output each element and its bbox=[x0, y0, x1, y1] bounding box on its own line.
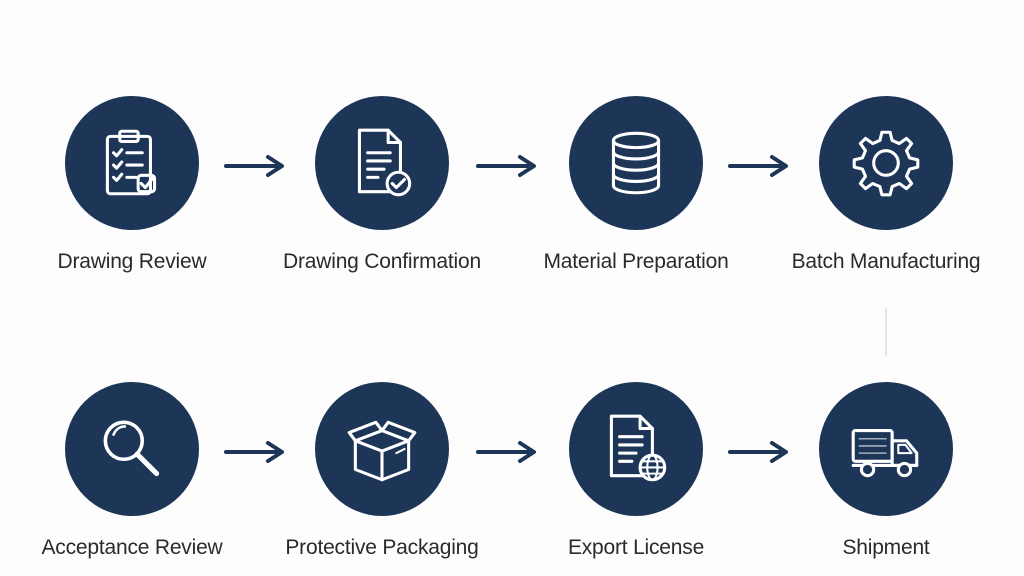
step-label: Protective Packaging bbox=[285, 536, 479, 559]
package-box-icon bbox=[347, 420, 417, 482]
step-label: Shipment bbox=[842, 536, 930, 559]
step-label: Export License bbox=[567, 536, 705, 559]
arrow-right-icon bbox=[728, 441, 788, 463]
truck-icon bbox=[851, 429, 919, 478]
arrow-right-icon bbox=[728, 155, 788, 177]
document-globe-icon bbox=[609, 414, 667, 482]
arrow-right-icon bbox=[476, 155, 536, 177]
step-drawing-review: Drawing Review bbox=[12, 96, 252, 274]
step-drawing-confirmation: Drawing Confirmation bbox=[262, 96, 502, 274]
clipboard-checklist-icon bbox=[105, 129, 157, 196]
material-stack-icon bbox=[611, 131, 661, 195]
step-circle bbox=[315, 382, 449, 516]
step-protective-packaging: Protective Packaging bbox=[262, 382, 502, 560]
document-check-icon bbox=[357, 128, 412, 197]
step-label: Material Preparation bbox=[543, 250, 729, 273]
arrow-right-icon bbox=[224, 155, 284, 177]
arrow-right-icon bbox=[224, 441, 284, 463]
arrow-right-icon bbox=[476, 441, 536, 463]
step-circle bbox=[569, 382, 703, 516]
gear-icon bbox=[852, 130, 920, 197]
connector-line bbox=[885, 308, 887, 356]
step-label: Drawing Confirmation bbox=[283, 250, 481, 273]
step-circle bbox=[65, 96, 199, 230]
step-circle bbox=[819, 382, 953, 516]
step-circle bbox=[315, 96, 449, 230]
step-label: Batch Manufacturing bbox=[791, 250, 981, 273]
step-label: Acceptance Review bbox=[41, 536, 223, 559]
step-label: Drawing Review bbox=[57, 250, 207, 273]
magnifier-icon bbox=[103, 420, 160, 477]
step-batch-manufacturing: Batch Manufacturing bbox=[766, 96, 1006, 274]
step-acceptance-review: Acceptance Review bbox=[12, 382, 252, 560]
step-circle bbox=[65, 382, 199, 516]
step-circle bbox=[569, 96, 703, 230]
step-material-preparation: Material Preparation bbox=[516, 96, 756, 274]
step-export-license: Export License bbox=[516, 382, 756, 560]
step-shipment: Shipment bbox=[766, 382, 1006, 560]
step-circle bbox=[819, 96, 953, 230]
